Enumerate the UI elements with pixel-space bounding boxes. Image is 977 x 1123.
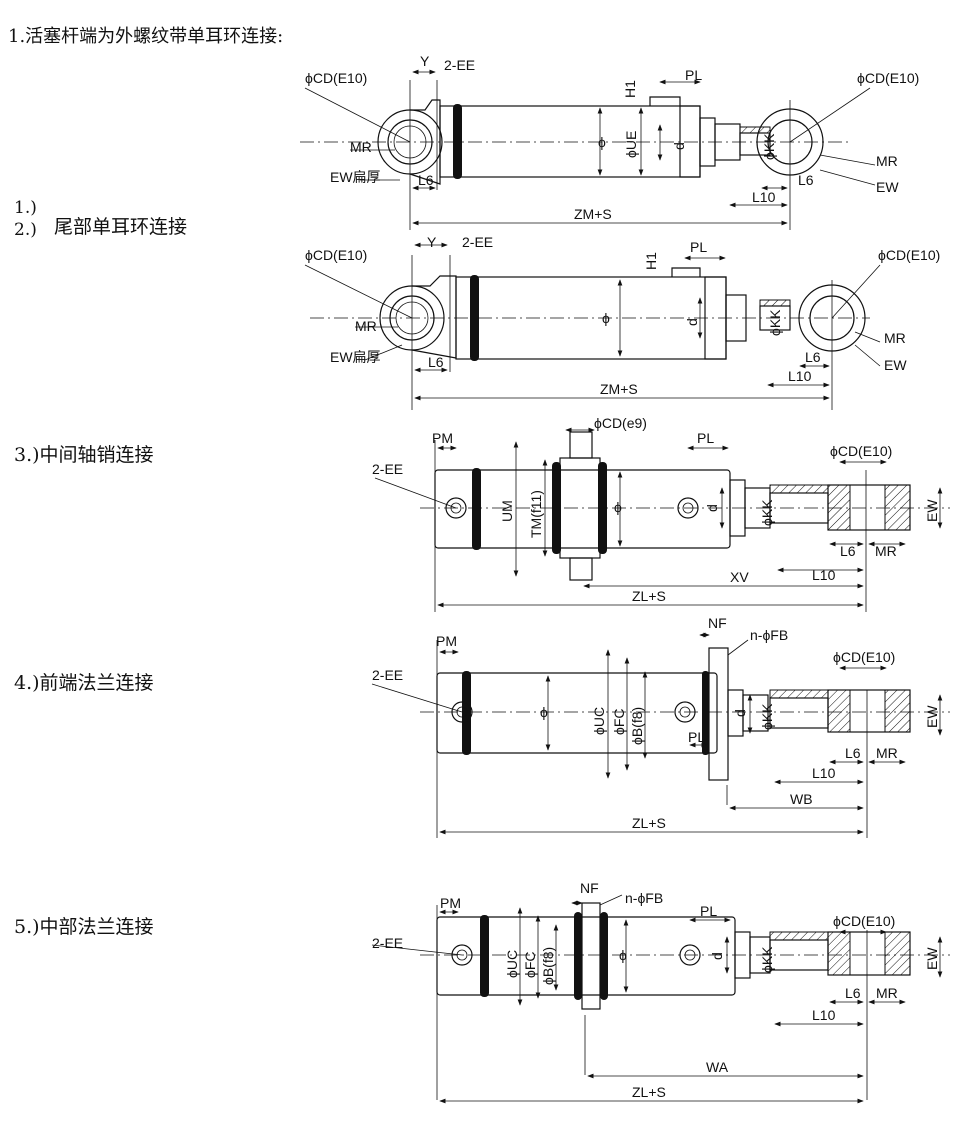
section-number-1: 1.) — [14, 198, 37, 218]
label-uc: ϕUC — [591, 707, 607, 735]
label-l10: L10 — [812, 567, 836, 583]
label-fc: ϕFC — [611, 708, 627, 735]
label-l6-left: L6 — [428, 354, 444, 370]
label-l10: L10 — [812, 765, 836, 781]
label-cd-e9: ϕCD(e9) — [594, 415, 647, 431]
label-d: d — [704, 504, 720, 512]
label-b-f8: ϕB(f8) — [629, 707, 645, 745]
label-2-ee: 2-EE — [372, 461, 403, 477]
label-l6-right: L6 — [805, 349, 821, 365]
label-mr: MR — [876, 745, 898, 761]
label-pl: PL — [685, 67, 702, 83]
label-ew: EW — [924, 499, 940, 522]
label-zl-s: ZL+S — [632, 815, 666, 831]
section-label-front-flange: 4.)前端法兰连接 — [14, 672, 154, 694]
section-number-2: 2.) — [14, 220, 37, 240]
label-l6-left: L6 — [418, 172, 434, 188]
label-l10: L10 — [788, 368, 812, 384]
label-y: Y — [427, 234, 437, 250]
label-phi: ϕ — [619, 947, 627, 963]
label-wb: WB — [790, 791, 813, 807]
section-label-middle-flange: 5.)中部法兰连接 — [14, 916, 154, 938]
label-2-ee: 2-EE — [462, 234, 493, 250]
label-mr: MR — [876, 985, 898, 1001]
label-pl: PL — [690, 239, 707, 255]
label-xv: XV — [730, 569, 749, 585]
label-h1: H1 — [643, 252, 659, 270]
label-h1: H1 — [622, 80, 638, 98]
label-d: d — [709, 952, 725, 960]
label-n-fb: n-ϕFB — [625, 890, 663, 906]
label-zl-s: ZL+S — [632, 588, 666, 604]
label-phi: ϕ — [602, 310, 610, 326]
label-phi: ϕ — [598, 134, 606, 150]
label-pl: PL — [697, 430, 714, 446]
label-l10: L10 — [752, 189, 776, 205]
label-mr: MR — [875, 543, 897, 559]
label-l10: L10 — [812, 1007, 836, 1023]
label-nf: NF — [708, 615, 727, 631]
label-wa: WA — [706, 1059, 729, 1075]
label-ew: EW — [924, 947, 940, 970]
label-fc: ϕFC — [522, 951, 538, 978]
drawing-trunnion: PM ϕCD(e9) PL ϕCD(E10) 2-EE UM TM(f11) ϕ… — [372, 415, 950, 612]
label-pm: PM — [432, 430, 453, 446]
label-zm-s: ZM+S — [600, 381, 638, 397]
label-mr-left: MR — [350, 139, 372, 155]
label-l6-right: L6 — [798, 172, 814, 188]
label-ew-left: EW扁厚 — [330, 169, 381, 185]
label-l6: L6 — [845, 985, 861, 1001]
label-pm: PM — [436, 633, 457, 649]
label-n-fb: n-ϕFB — [750, 627, 788, 643]
label-zl-s: ZL+S — [632, 1084, 666, 1100]
label-d: d — [671, 142, 687, 150]
label-nf: NF — [580, 880, 599, 896]
label-um: UM — [499, 500, 515, 522]
label-mr-right: MR — [876, 153, 898, 169]
label-mr-left: MR — [355, 318, 377, 334]
label-uc: ϕUC — [504, 950, 520, 978]
label-phi: ϕ — [540, 704, 548, 720]
label-pl: PL — [688, 729, 705, 745]
label-kk: ϕKK — [767, 309, 783, 336]
label-d: d — [732, 709, 748, 717]
label-kk: ϕKK — [759, 499, 775, 526]
label-cd-left: ϕCD(E10) — [305, 70, 367, 86]
label-phi: ϕ — [614, 499, 622, 515]
drawing-rear-eye-2: ϕCD(E10) Y 2-EE H1 PL ϕCD(E10) MR EW扁厚 L… — [304, 234, 940, 410]
label-cd-left: ϕCD(E10) — [305, 247, 367, 263]
label-cd-right: ϕCD(E10) — [878, 247, 940, 263]
label-ew-left: EW扁厚 — [330, 349, 381, 365]
drawing-front-flange: NF n-ϕFB PM ϕCD(E10) 2-EE ϕ ϕUC ϕFC ϕB(f… — [371, 615, 950, 838]
label-tm: TM(f11) — [528, 490, 544, 538]
label-cd: ϕCD(E10) — [833, 649, 895, 665]
label-mr-right: MR — [884, 330, 906, 346]
label-ew-right: EW — [884, 357, 907, 373]
label-2-ee: 2-EE — [372, 667, 403, 683]
label-2-ee: 2-EE — [444, 57, 475, 73]
label-cd: ϕCD(E10) — [833, 913, 895, 929]
label-kk: ϕKK — [759, 946, 775, 973]
page-title: 1.活塞杆端为外螺纹带单耳环连接: — [8, 26, 284, 47]
label-pl: PL — [700, 903, 717, 919]
label-l6: L6 — [840, 543, 856, 559]
label-cd: ϕCD(E10) — [830, 443, 892, 459]
section-label-trunnion: 3.)中间轴销连接 — [14, 444, 154, 466]
label-ew: EW — [924, 705, 940, 728]
label-pm: PM — [440, 895, 461, 911]
label-l6: L6 — [845, 745, 861, 761]
label-ew-right: EW — [876, 179, 899, 195]
section-label-rear-eye: 尾部单耳环连接 — [54, 216, 188, 238]
label-y: Y — [420, 53, 430, 69]
drawing-middle-flange: NF n-ϕFB PM PL ϕCD(E10) 2-EE ϕUC ϕFC ϕB(… — [371, 880, 950, 1104]
label-kk: ϕKK — [761, 133, 777, 160]
label-ue: ϕUE — [623, 131, 639, 158]
label-2-ee: 2-EE — [372, 935, 403, 951]
label-cd-right: ϕCD(E10) — [857, 70, 919, 86]
label-d: d — [684, 318, 700, 326]
label-b-f8: ϕB(f8) — [540, 947, 556, 985]
label-kk: ϕKK — [759, 703, 775, 730]
label-zm-s: ZM+S — [574, 206, 612, 222]
drawing-rear-eye-1: ϕCD(E10) Y 2-EE H1 PL ϕCD(E10) MR EW扁厚 L… — [300, 53, 919, 230]
